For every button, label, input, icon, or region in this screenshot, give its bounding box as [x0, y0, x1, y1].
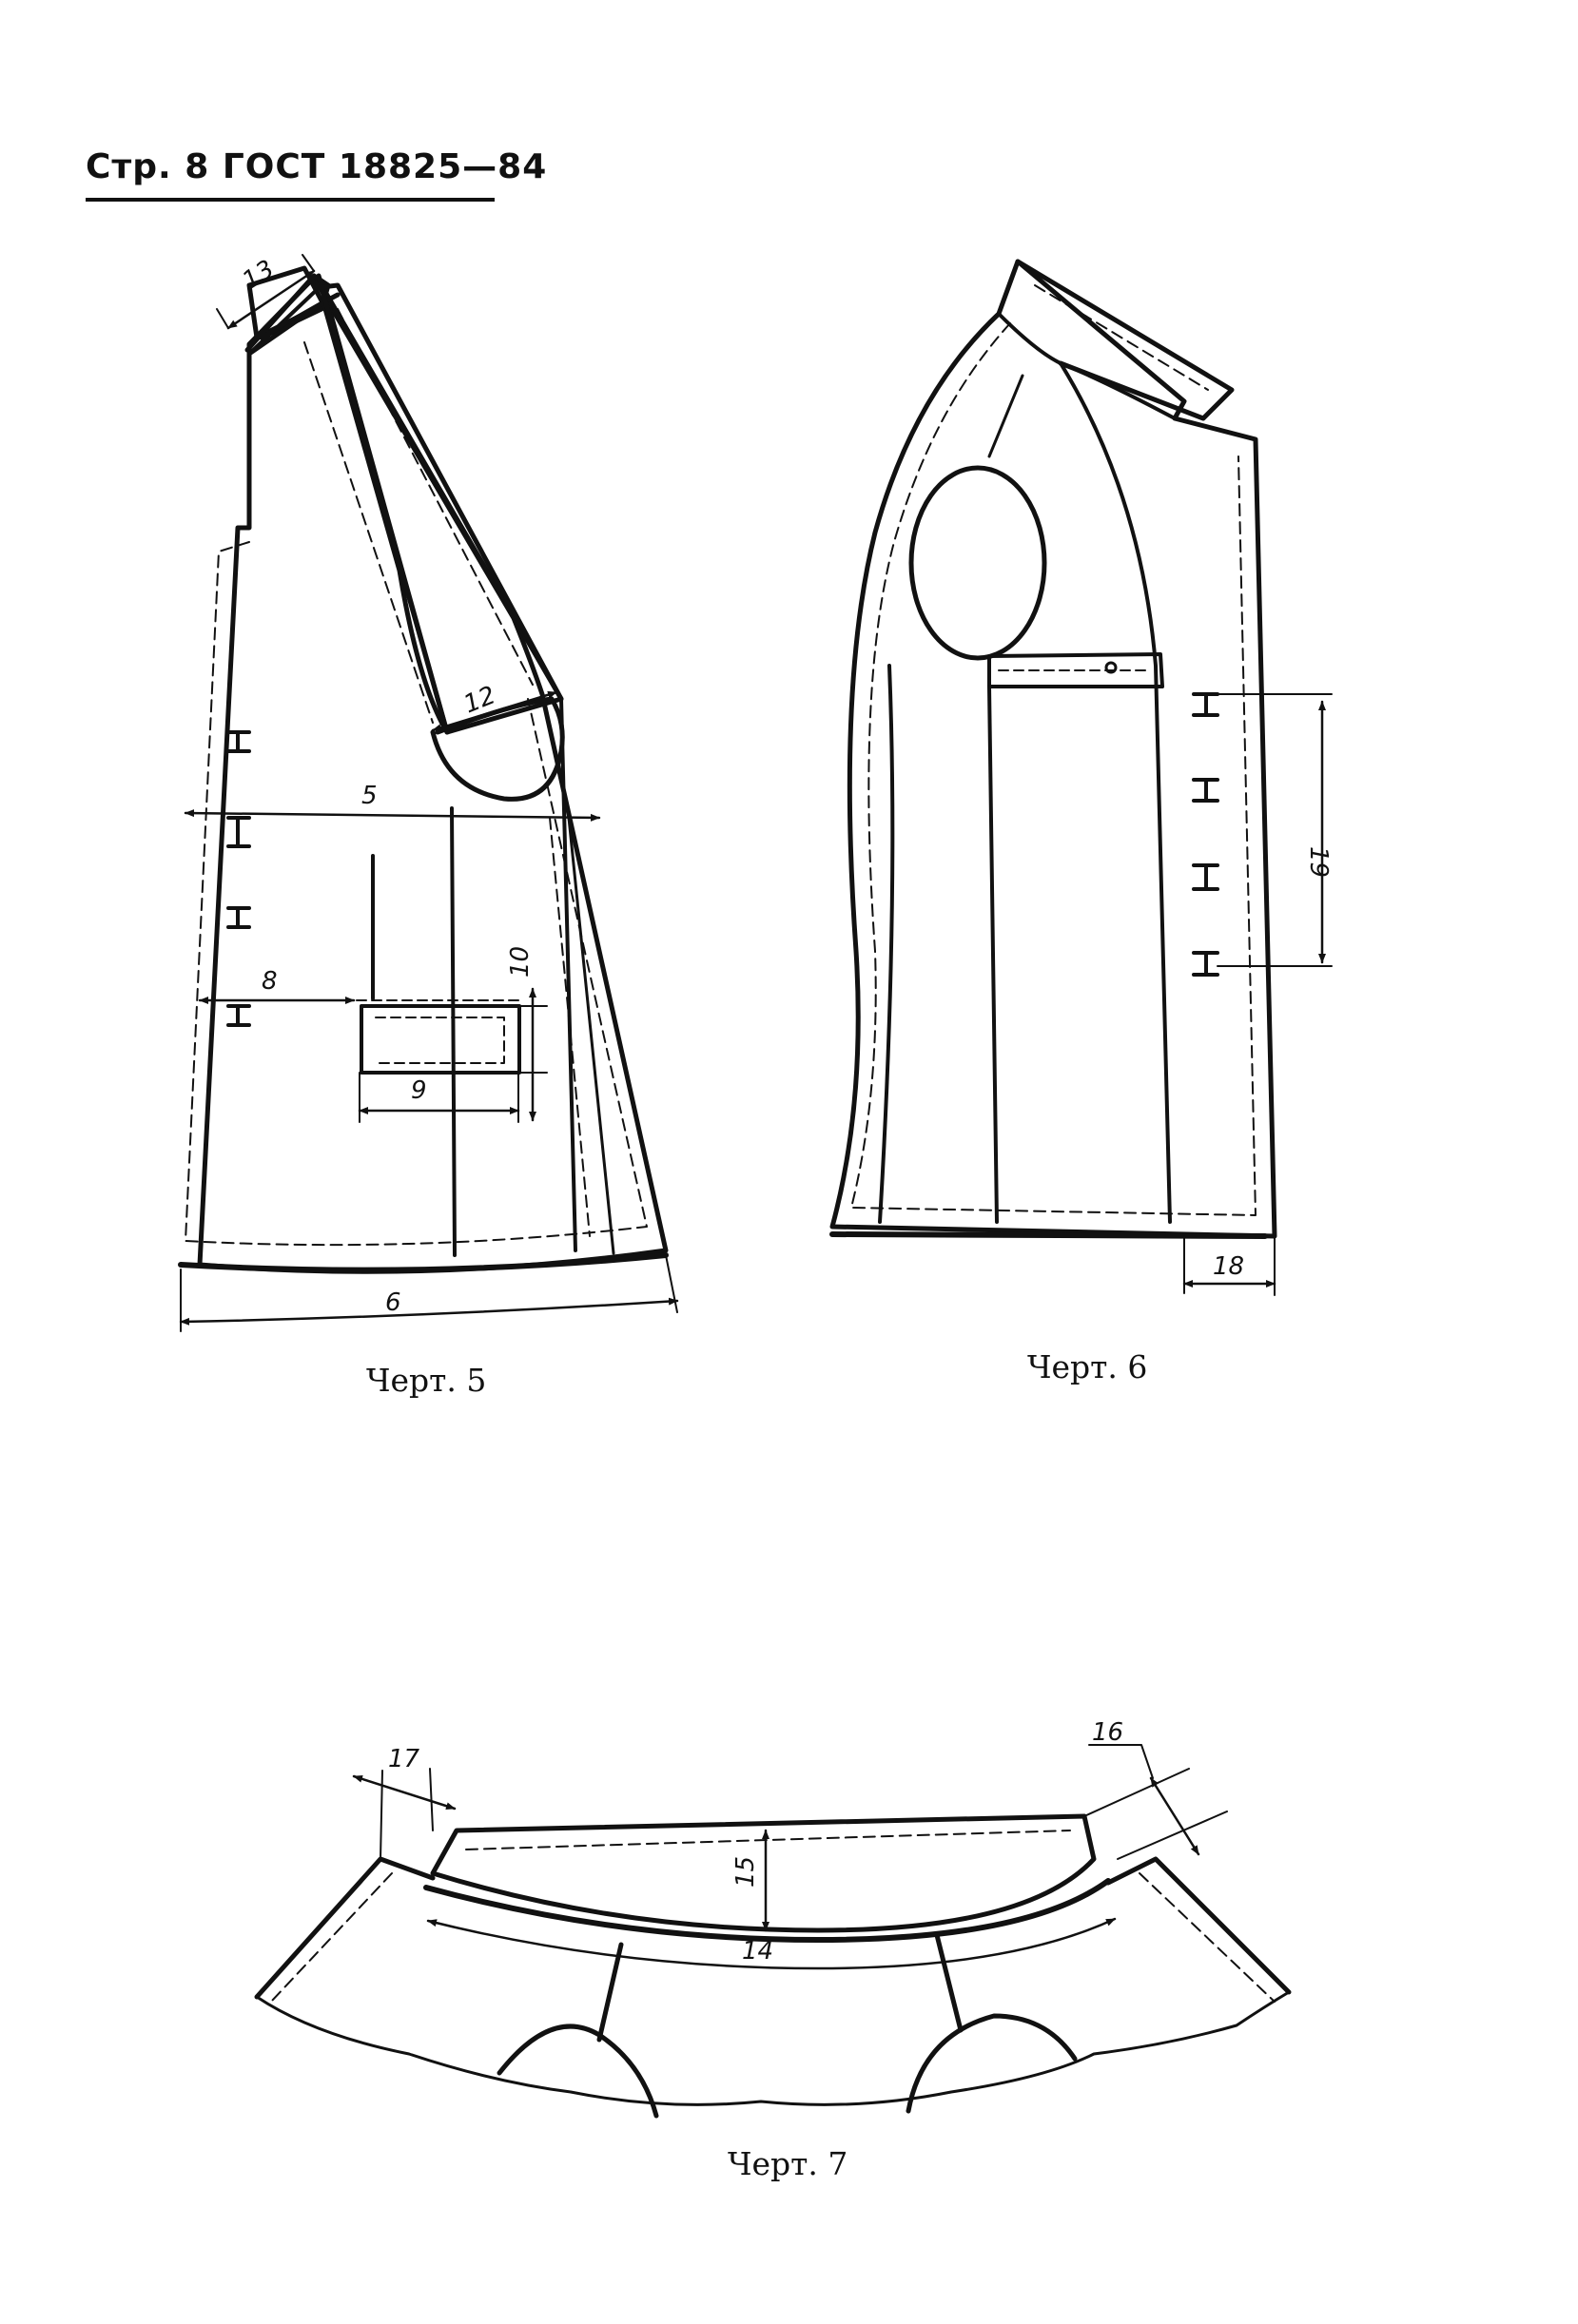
- dim-13-label: 13: [238, 255, 280, 296]
- dim-6-ext: [180, 1254, 678, 1332]
- armhole-left: [497, 2024, 659, 2119]
- side-seam-2: [567, 816, 615, 1255]
- dim-17-ext: [380, 1768, 434, 1860]
- yoke-wavy-edge: [255, 1990, 1291, 2106]
- dim-16-line: [1149, 1776, 1200, 1856]
- dim-19-ext: [1217, 693, 1333, 967]
- dim-14-label: 14: [742, 1937, 773, 1966]
- collar-neck-line: [423, 1878, 1111, 1943]
- figure-7-drawing: [254, 1744, 1292, 2119]
- front-seam-allowance: [185, 541, 648, 1247]
- dim-5-line: [184, 809, 601, 822]
- dim-16-label: 16: [1092, 1718, 1123, 1747]
- dim-8-label: 8: [262, 967, 278, 996]
- dim-19-label: 19: [1304, 846, 1333, 878]
- figure-5-labels: 13 12 5 8 10 9 6: [238, 255, 535, 1317]
- back-seam-allowance: [850, 322, 1257, 1216]
- dim-10-label: 10: [506, 946, 535, 978]
- yoke-dash-right: [1139, 1872, 1276, 2003]
- collar-stand: [1015, 259, 1235, 421]
- dim-9-ext: [359, 1072, 519, 1123]
- buttonholes-fig6: [1192, 692, 1219, 977]
- side-seam-1: [559, 697, 577, 1252]
- sleeve-head-ellipse: [908, 465, 1047, 661]
- yoke-outline-left: [254, 1856, 436, 2000]
- dim-18-ext: [1183, 1235, 1276, 1296]
- yoke-strip: [987, 652, 1164, 688]
- hem-line: [178, 1252, 669, 1273]
- yoke-dash-left: [270, 1872, 393, 2003]
- dim-16-ext: [1083, 1744, 1228, 1860]
- dim-6-label: 6: [385, 1288, 401, 1317]
- figure-5-drawing: [178, 254, 679, 1332]
- figure-6-drawing: [829, 259, 1333, 1296]
- dim-9-label: 9: [411, 1076, 427, 1105]
- dim-10-ext: [520, 1005, 548, 1074]
- collar-outline: [430, 1813, 1097, 1933]
- yoke-seam-left: [596, 1942, 624, 2043]
- caption-fig6: Черт. 6: [1027, 1348, 1148, 1385]
- dim-5-label: 5: [361, 782, 378, 810]
- collar-dashed: [465, 1830, 1071, 1850]
- armhole-right: [906, 2013, 1078, 2114]
- figure-6-labels: 19 18: [1213, 846, 1333, 1281]
- buttonholes-fig5: [226, 730, 251, 1027]
- dim-17-label: 17: [388, 1745, 420, 1773]
- button-dot: [1104, 661, 1118, 674]
- caption-fig7: Черт. 7: [728, 2145, 848, 2182]
- dim-13-line: [226, 269, 316, 330]
- center-line: [987, 685, 999, 1224]
- collar-long: [319, 282, 564, 735]
- figure-7-labels: 17 16 15 14: [388, 1718, 1123, 1966]
- dim-12-line: [431, 690, 558, 732]
- yoke-outline-right: [1105, 1856, 1292, 1995]
- collar-outer: [246, 300, 450, 735]
- back-collar-curve: [997, 312, 1177, 420]
- dim-18-label: 18: [1213, 1252, 1244, 1281]
- collar-tip: [247, 283, 323, 356]
- pocket-dashed: [375, 1017, 505, 1064]
- header-rule: [86, 198, 495, 202]
- side-seam-dashed: [549, 817, 591, 1237]
- armhole: [430, 696, 565, 802]
- shoulder-line: [987, 374, 1024, 458]
- pocket-flap: [360, 1004, 521, 1075]
- armhole-back: [1059, 361, 1172, 1224]
- yoke-seam-right: [934, 1932, 964, 2033]
- dart-line: [450, 806, 457, 1257]
- caption-fig5: Черт. 5: [366, 1362, 487, 1399]
- collar-stand-dash: [1034, 284, 1209, 391]
- dim-15-label: 15: [731, 1856, 760, 1888]
- side-panel-line: [878, 664, 895, 1224]
- dim-6-line: [179, 1297, 679, 1326]
- collar-dashed: [303, 308, 534, 724]
- front-outline: [197, 275, 669, 1274]
- page-header: Стр. 8 ГОСТ 18825—84: [86, 147, 548, 186]
- back-outline: [829, 259, 1277, 1239]
- hem-line-back: [829, 1231, 1268, 1239]
- collar-band: [259, 273, 564, 735]
- dim-17-line: [352, 1774, 457, 1811]
- dim-13-ext: [216, 254, 315, 329]
- dim-14-line: [426, 1917, 1117, 1970]
